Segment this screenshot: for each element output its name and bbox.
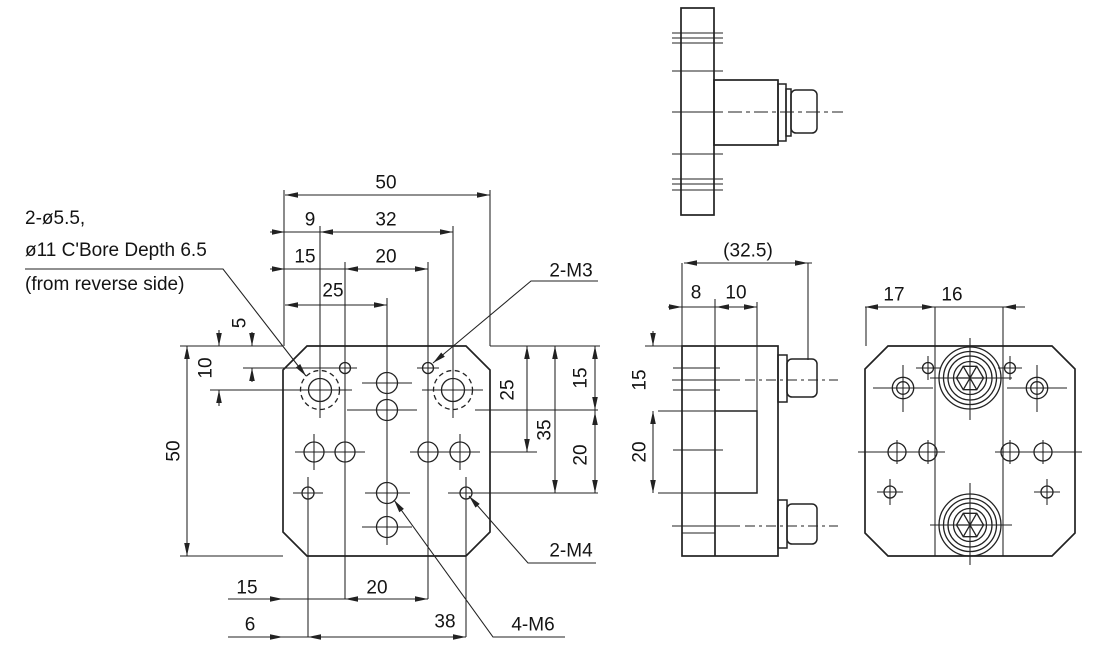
dim-front-bottom-left: 15: [236, 577, 258, 599]
knob-bottom-c2: [942, 497, 998, 553]
side-view: [645, 260, 838, 557]
dim-front-top-hole-left: 15: [294, 246, 316, 268]
back-view: [858, 304, 1082, 565]
dim-front-left-medium: 10: [195, 357, 217, 379]
side-knob-bottom-flange: [777, 499, 788, 549]
dim-front-right-lower: 35: [534, 419, 556, 441]
side-view-thin-lines: [645, 262, 812, 534]
top-view: [672, 7, 843, 216]
back-cbore-left-inner: [896, 381, 910, 395]
hex-socket-bottom-facets: [956, 512, 984, 538]
m4-hole-right: [459, 486, 473, 500]
dim-front-left-small: 5: [229, 317, 251, 329]
side-view-carriage: [715, 410, 758, 494]
dim-front-top-span: 32: [375, 209, 397, 231]
side-knob-top-flange: [777, 354, 788, 403]
callout-counterbore-line2: ø11 C'Bore Depth 6.5: [25, 240, 207, 261]
side-knob-bottom-tip: [786, 503, 818, 545]
mid-hole-2: [334, 441, 356, 463]
m6-hole-1: [375, 371, 399, 395]
dim-side-lower: 20: [629, 441, 651, 463]
dim-front-bottom-span: 20: [366, 577, 388, 599]
top-view-knob-tip: [790, 89, 818, 134]
knob-top-c2: [942, 350, 998, 406]
mid-hole-3: [417, 441, 439, 463]
back-m3-right: [1003, 361, 1017, 375]
front-view-holes: [299, 361, 474, 539]
dim-front-top-hole-span: 20: [375, 246, 397, 268]
back-view-outline: [864, 345, 1076, 557]
side-knob-top-tip: [786, 358, 818, 398]
dim-front-bottom-wide: 38: [434, 611, 456, 633]
counterbore-outline-right: [432, 369, 474, 411]
dim-back-center: 16: [941, 284, 963, 306]
knob-bottom-c1: [938, 493, 1002, 557]
knob-top-c1: [938, 346, 1002, 410]
back-cbore-right-outer: [1025, 376, 1049, 400]
callout-counterbore-line3: (from reverse side): [25, 274, 185, 295]
side-view-centerlines: [745, 379, 838, 527]
dim-front-right-upper: 25: [497, 379, 519, 401]
m3-hole-left: [338, 361, 352, 375]
back-mid-1: [887, 442, 907, 462]
m6-hole-3: [375, 481, 399, 505]
dim-front-right-bottom: 20: [570, 444, 592, 466]
side-view-outline: [681, 345, 779, 557]
callout-m4: 2-M4: [549, 540, 593, 562]
back-mid-2: [918, 442, 938, 462]
back-mid-3: [1000, 442, 1020, 462]
dim-back-left: 17: [883, 284, 905, 306]
dim-front-bottom-edge: 6: [244, 614, 256, 636]
callout-m3: 2-M3: [549, 260, 593, 282]
m6-hole-2: [375, 398, 399, 422]
knob-top-c3: [947, 355, 993, 401]
front-view: [25, 190, 600, 640]
back-m4-right: [1040, 485, 1054, 499]
m3-hole-right: [421, 361, 435, 375]
dim-side-overall: (32.5): [723, 240, 773, 262]
counterbore-hole-right: [440, 377, 466, 403]
callout-counterbore-line1: 2-ø5.5,: [25, 208, 86, 229]
back-view-holes: [883, 346, 1054, 557]
dim-front-right-top: 15: [570, 367, 592, 389]
mid-hole-1: [303, 441, 325, 463]
counterbore-outline-left: [299, 369, 341, 411]
back-cbore-left-outer: [891, 376, 915, 400]
back-m4-left: [883, 485, 897, 499]
dim-front-top-left-offset: 9: [304, 209, 316, 231]
dim-front-left-overall: 50: [163, 440, 185, 462]
callout-m6: 4-M6: [511, 614, 555, 636]
dim-front-top-overall: 50: [375, 172, 397, 194]
dim-side-carriage: 10: [725, 282, 747, 304]
dim-front-top-center: 25: [322, 280, 344, 302]
knob-bottom-c4: [952, 507, 988, 543]
counterbore-hole-left: [307, 377, 333, 403]
hex-socket-top-facets: [956, 365, 984, 391]
knob-bottom-c3: [947, 502, 993, 548]
dim-side-upper: 15: [629, 369, 651, 391]
m6-hole-4: [375, 515, 399, 539]
back-mid-4: [1033, 442, 1053, 462]
dim-side-plate: 8: [690, 282, 702, 304]
back-m3-left: [921, 361, 935, 375]
mid-hole-4: [449, 441, 471, 463]
m4-hole-left: [301, 486, 315, 500]
callout-leader-lines: [25, 268, 598, 638]
knob-top-c4: [952, 360, 988, 396]
back-cbore-right-inner: [1030, 381, 1044, 395]
top-view-ticks: [672, 32, 723, 191]
